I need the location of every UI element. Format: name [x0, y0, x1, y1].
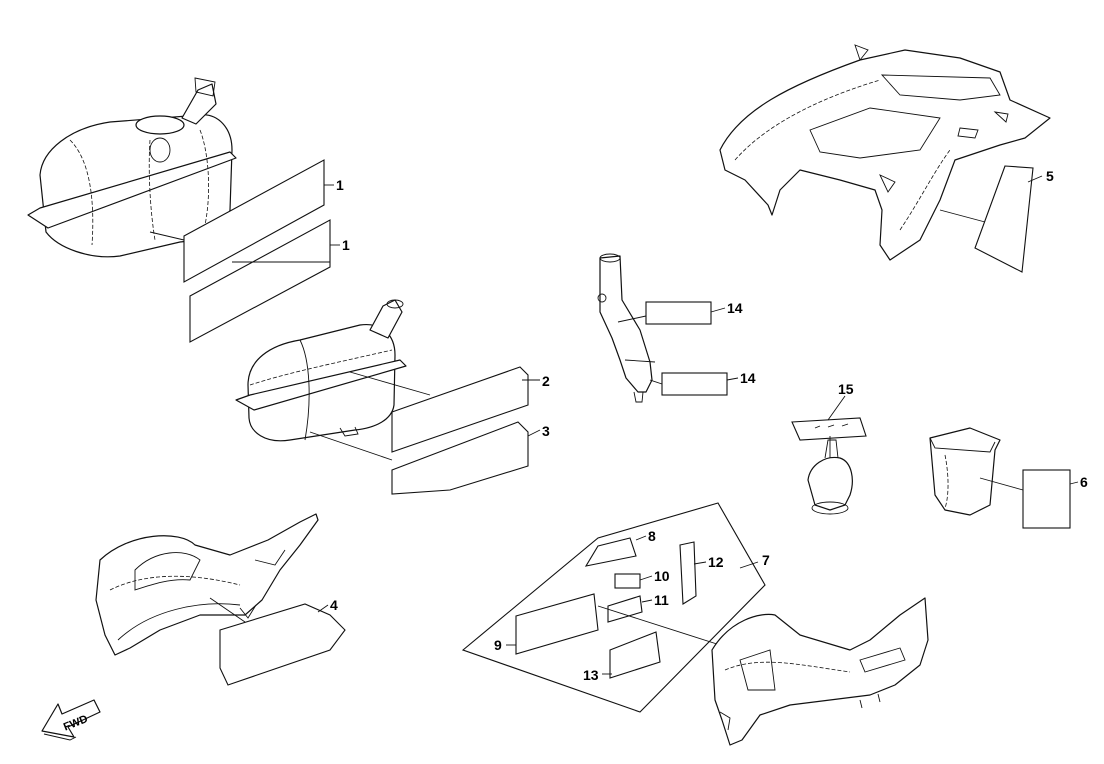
callout-14-lower: 14	[740, 370, 756, 386]
callout-5: 5	[1046, 168, 1054, 184]
callout-13: 13	[583, 667, 599, 683]
decal-13	[609, 631, 661, 679]
decal-5	[974, 165, 1034, 273]
decal-9	[515, 593, 599, 655]
front-fender-part	[95, 513, 319, 656]
callout-8: 8	[648, 528, 656, 544]
fuel-tank-part	[27, 77, 237, 258]
decal-14-upper	[645, 301, 712, 325]
callout-15: 15	[838, 381, 854, 397]
callout-12: 12	[708, 554, 724, 570]
decal-4	[219, 603, 346, 686]
decal-12	[679, 541, 697, 605]
oil-tank-part	[235, 299, 407, 442]
decal-6	[1022, 469, 1071, 529]
decal-8	[584, 537, 637, 567]
decal-2	[391, 366, 529, 453]
callout-1-upper: 1	[336, 177, 344, 193]
callout-4: 4	[330, 597, 338, 613]
decal-3	[391, 421, 529, 495]
callout-2: 2	[542, 373, 550, 389]
decal-15	[791, 417, 867, 441]
decal-1-upper	[183, 159, 325, 283]
callout-1-lower: 1	[342, 237, 350, 253]
rear-fender-part	[719, 44, 1051, 261]
callout-9: 9	[494, 637, 502, 653]
footwell-panel-part	[711, 597, 929, 746]
callout-11: 11	[654, 592, 669, 608]
decal-1-lower	[189, 219, 331, 343]
decal-10	[614, 573, 641, 589]
callout-7: 7	[762, 552, 770, 568]
callout-10: 10	[654, 568, 670, 584]
decal-14-lower	[661, 372, 728, 396]
callout-14-upper: 14	[727, 300, 743, 316]
callout-6: 6	[1080, 474, 1088, 490]
decal-11	[607, 595, 643, 623]
fwd-arrow-icon: FWD	[41, 699, 101, 741]
breather-hose-part	[597, 253, 656, 403]
callout-3: 3	[542, 423, 550, 439]
grip-cup-part	[807, 439, 853, 515]
storage-box-part	[929, 427, 1001, 516]
